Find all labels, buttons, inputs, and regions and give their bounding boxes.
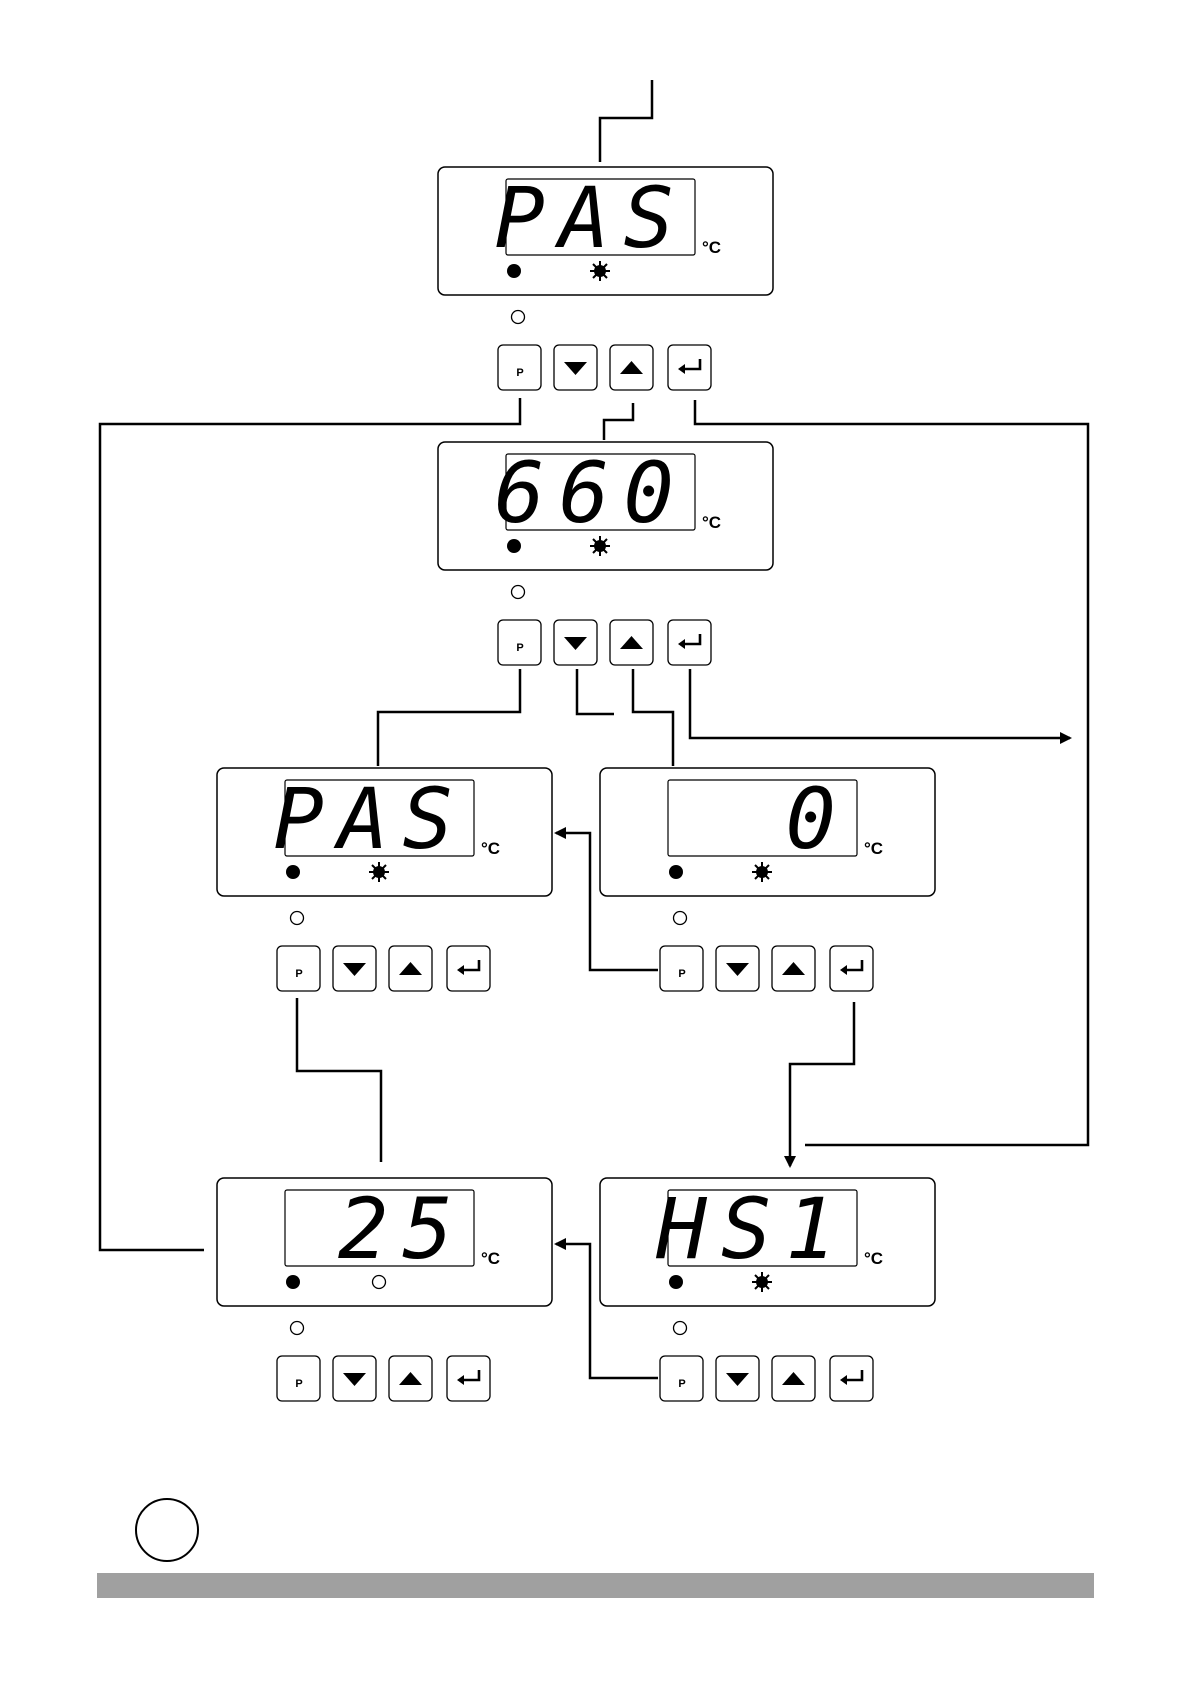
sun-icon	[590, 261, 610, 281]
lcd-readout: PAS	[494, 169, 688, 267]
key-cap[interactable]	[830, 946, 873, 991]
sun-icon	[752, 862, 772, 882]
indicator-led	[674, 912, 687, 925]
status-led-filled	[286, 865, 300, 879]
lcd-readout: PAS	[273, 770, 467, 868]
up-key[interactable]	[772, 946, 815, 991]
panel-bottom-25: 25 °C P	[217, 1178, 552, 1401]
up-key[interactable]	[389, 1356, 432, 1401]
down-key[interactable]	[554, 345, 597, 390]
p-key-label: P	[516, 367, 523, 379]
unit-label: °C	[864, 1249, 883, 1268]
wire-up2-to-zero	[633, 669, 673, 766]
up-key[interactable]	[610, 620, 653, 665]
unit-label: °C	[481, 839, 500, 858]
status-led-filled	[669, 1275, 683, 1289]
indicator-led	[291, 1322, 304, 1335]
down-key[interactable]	[554, 620, 597, 665]
lcd-readout: 0	[785, 770, 850, 868]
sun-icon	[590, 536, 610, 556]
p-key[interactable]: P	[498, 620, 541, 665]
enter-key[interactable]	[447, 946, 490, 991]
p-key[interactable]: P	[498, 345, 541, 390]
status-led-empty	[373, 1276, 386, 1289]
status-led-filled	[507, 264, 521, 278]
up-key[interactable]	[772, 1356, 815, 1401]
status-led-filled	[286, 1275, 300, 1289]
key-cap[interactable]	[668, 620, 711, 665]
footer-bar	[97, 1573, 1094, 1598]
indicator-led	[291, 912, 304, 925]
entry-wire	[600, 80, 652, 162]
status-led-filled	[669, 865, 683, 879]
p-key-label: P	[678, 968, 685, 980]
p-key[interactable]: P	[660, 1356, 703, 1401]
key-cap[interactable]	[447, 1356, 490, 1401]
wire-enter-zero-to-hs1	[790, 1002, 854, 1166]
unit-label: °C	[481, 1249, 500, 1268]
page-marker-circle	[136, 1499, 198, 1561]
down-key[interactable]	[333, 946, 376, 991]
indicator-led	[512, 311, 525, 324]
unit-label: °C	[864, 839, 883, 858]
p-key-label: P	[295, 1378, 302, 1390]
indicator-led	[674, 1322, 687, 1335]
up-key[interactable]	[389, 946, 432, 991]
lcd-readout: HS1	[655, 1180, 850, 1278]
panel-bottom-hs1: HS1 °C P	[600, 1178, 935, 1401]
down-key[interactable]	[716, 946, 759, 991]
sun-icon	[369, 862, 389, 882]
lcd-readout: 660	[494, 444, 688, 542]
p-key-label: P	[678, 1378, 685, 1390]
enter-key[interactable]	[668, 345, 711, 390]
p-key[interactable]: P	[277, 946, 320, 991]
key-cap[interactable]	[668, 345, 711, 390]
status-led-filled	[507, 539, 521, 553]
sun-icon	[752, 1272, 772, 1292]
p-key[interactable]: P	[277, 1356, 320, 1401]
down-key[interactable]	[716, 1356, 759, 1401]
unit-label: °C	[702, 238, 721, 257]
p-key-label: P	[516, 642, 523, 654]
panel-setpoint-660: 660 °C P	[438, 442, 773, 665]
wire-down2	[577, 669, 614, 714]
indicator-led	[512, 586, 525, 599]
enter-key[interactable]	[830, 946, 873, 991]
panel-left-pas: PAS °C P	[217, 768, 552, 991]
down-key[interactable]	[333, 1356, 376, 1401]
p-key-label: P	[295, 968, 302, 980]
enter-key[interactable]	[447, 1356, 490, 1401]
key-cap[interactable]	[830, 1356, 873, 1401]
unit-label: °C	[702, 513, 721, 532]
display-panels: PAS °C P 660 °C P PAS °C P 0 °C P 25 °C P HS1 °C P	[217, 167, 935, 1401]
enter-key[interactable]	[668, 620, 711, 665]
panel-top-pas: PAS °C P	[438, 167, 773, 390]
wire-up1-to-660	[604, 403, 633, 440]
enter-key[interactable]	[830, 1356, 873, 1401]
wire-p2-to-left-pas	[378, 669, 520, 766]
key-cap[interactable]	[447, 946, 490, 991]
wire-enter2-exit	[690, 669, 1070, 738]
up-key[interactable]	[610, 345, 653, 390]
panel-right-zero: 0 °C P	[600, 768, 935, 991]
wire-p-left-pas-to-25	[297, 998, 381, 1162]
p-key[interactable]: P	[660, 946, 703, 991]
lcd-readout: 25	[338, 1180, 467, 1278]
